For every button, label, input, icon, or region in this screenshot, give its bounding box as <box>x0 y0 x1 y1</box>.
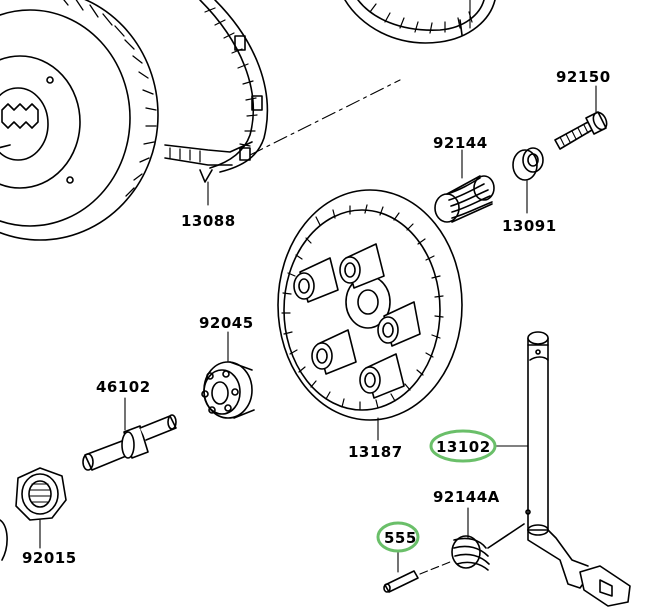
spring-92144A-drawing <box>451 507 525 571</box>
label-92144A[interactable]: 92144A <box>433 488 500 506</box>
label-92045[interactable]: 92045 <box>199 314 254 332</box>
label-13102[interactable]: 13102 <box>436 438 491 456</box>
label-13091[interactable]: 13091 <box>502 217 557 235</box>
highlight-oval-13102 <box>429 429 497 463</box>
nut-92015-drawing <box>0 467 67 561</box>
bearing-92045-drawing <box>201 331 255 419</box>
release-shaft-13102-drawing <box>525 331 631 607</box>
label-92015[interactable]: 92015 <box>22 549 77 567</box>
collar-13091-drawing <box>512 147 544 214</box>
label-92150[interactable]: 92150 <box>556 68 611 86</box>
friction-plates-drawing <box>164 0 401 206</box>
pin-555-drawing <box>383 551 451 593</box>
highlight-oval-555 <box>376 521 420 553</box>
spring-92144-drawing <box>434 149 495 223</box>
label-555[interactable]: 555 <box>384 529 417 547</box>
pushrod-46102-drawing <box>82 397 177 471</box>
label-46102[interactable]: 46102 <box>96 378 151 396</box>
steel-plate-drawing <box>344 0 496 44</box>
label-92144[interactable]: 92144 <box>433 134 488 152</box>
label-13187[interactable]: 13187 <box>348 443 403 461</box>
clutch-housing-drawing <box>0 0 159 241</box>
label-13088[interactable]: 13088 <box>181 212 236 230</box>
bolt-92150-drawing <box>554 85 608 150</box>
pressure-plate-drawing <box>277 189 463 441</box>
